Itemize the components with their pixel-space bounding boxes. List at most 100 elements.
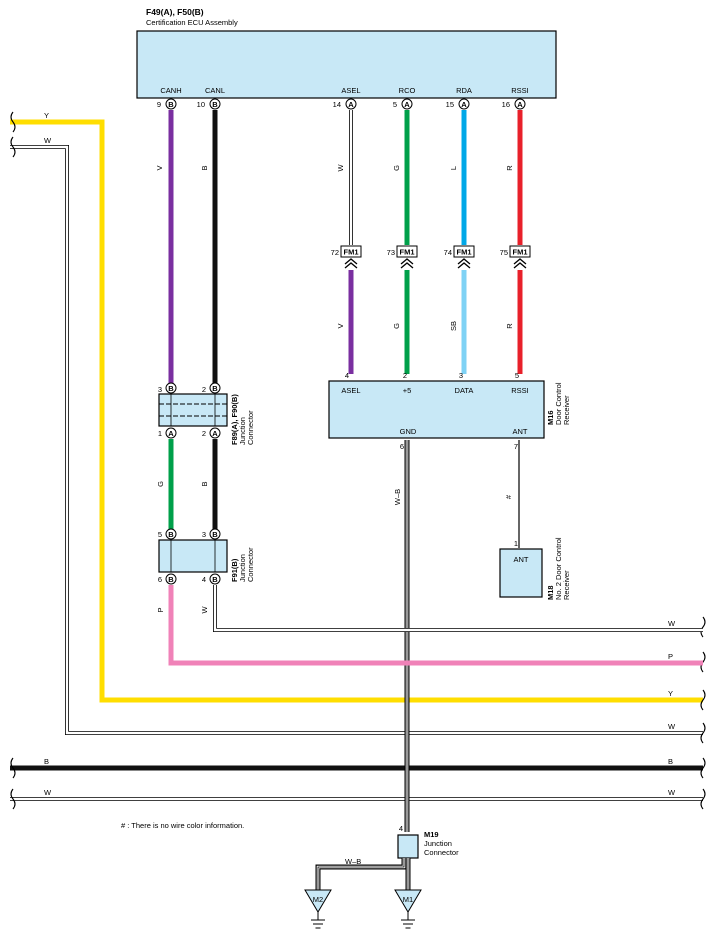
ground-symbol-m2: M2: [304, 889, 332, 929]
svg-text:16: 16: [502, 100, 510, 109]
svg-text:10: 10: [197, 100, 205, 109]
svg-text:B: B: [168, 100, 174, 109]
no2-receiver-label: M18 No. 2 Door Control Receiver: [546, 537, 571, 600]
svg-text:+5: +5: [403, 386, 412, 395]
svg-text:ANT: ANT: [513, 427, 528, 436]
svg-text:5: 5: [515, 371, 519, 380]
svg-text:74: 74: [444, 248, 452, 257]
svg-text:A: A: [404, 100, 410, 109]
svg-text:A: A: [517, 100, 523, 109]
svg-text:A: A: [168, 429, 174, 438]
svg-text:Junction: Junction: [424, 839, 452, 848]
svg-text:14: 14: [333, 100, 341, 109]
wire-break-marks: [10, 111, 706, 810]
svg-text:Receiver: Receiver: [562, 395, 571, 425]
svg-text:4: 4: [202, 575, 206, 584]
svg-text:M1: M1: [403, 895, 413, 904]
bus-label-w-right-1: W: [668, 619, 676, 628]
wire-label-mid-b: B: [200, 481, 209, 486]
ecu-title: F49(A), F50(B): [146, 7, 204, 17]
jc-f91-pins-top: 5 B 3 B: [158, 528, 221, 540]
wire-label-rco: G: [392, 165, 401, 171]
svg-text:B: B: [212, 384, 218, 393]
bus-label-w-bottom-left: W: [44, 788, 52, 797]
m19-pin-num: 4: [399, 824, 403, 833]
svg-text:Junction: Junction: [238, 554, 247, 582]
ecu-pin-canl: CANL: [205, 86, 225, 95]
wire-label-canl: B: [200, 165, 209, 170]
jc-f89-pins-bottom: 1 A 2 A: [158, 427, 221, 439]
svg-text:M18: M18: [546, 585, 555, 600]
svg-text:F91(B): F91(B): [230, 558, 239, 582]
svg-text:15: 15: [446, 100, 454, 109]
wire-label-rssi: R: [505, 165, 514, 171]
ecu-subtitle: Certification ECU Assembly: [146, 18, 238, 27]
ecu-pin-asel: ASEL: [341, 86, 360, 95]
bus-label-w-left: W: [44, 136, 52, 145]
svg-text:Junction: Junction: [238, 417, 247, 445]
bus-label-y-left: Y: [44, 111, 49, 120]
svg-text:A: A: [461, 100, 467, 109]
svg-text:2: 2: [403, 371, 407, 380]
wire-label-ant: #: [504, 494, 513, 499]
svg-text:F89(A), F90(B): F89(A), F90(B): [230, 394, 239, 445]
door-receiver-pins: 4 2 3 5 ASEL +5 DATA RSSI GND ANT 6 7: [341, 371, 528, 451]
svg-text:DATA: DATA: [455, 386, 474, 395]
svg-text:5: 5: [393, 100, 397, 109]
y-wire-bus: [10, 119, 703, 703]
svg-text:Connector: Connector: [246, 547, 255, 582]
wire-label-w-out: W: [200, 606, 209, 614]
bus-label-w-bottom-right: W: [668, 788, 676, 797]
w-wire-out: [213, 585, 703, 632]
wire-label-gnd: W–B: [393, 489, 402, 505]
bus-label-w-right-2: W: [668, 722, 676, 731]
svg-text:Connector: Connector: [424, 848, 459, 857]
wire-color-note: # : There is no wire color information.: [121, 821, 244, 830]
svg-text:M19: M19: [424, 830, 439, 839]
wire-label-m19-out: W–B: [345, 857, 361, 866]
bus-label-y-right: Y: [668, 689, 673, 698]
junction-connector-m19: [397, 834, 419, 859]
ecu-pin-canh: CANH: [160, 86, 181, 95]
svg-text:Connector: Connector: [246, 410, 255, 445]
svg-text:7: 7: [514, 442, 518, 451]
ground-symbol-m1: M1: [394, 889, 422, 929]
svg-text:3: 3: [158, 385, 162, 394]
svg-text:FM1: FM1: [344, 248, 359, 257]
svg-text:B: B: [212, 100, 218, 109]
jc-f89-label: F89(A), F90(B) Junction Connector: [230, 394, 255, 445]
ecu-pin-rssi: RSSI: [511, 86, 529, 95]
ground-wires: [315, 858, 411, 890]
svg-text:2: 2: [202, 385, 206, 394]
svg-text:A: A: [348, 100, 354, 109]
svg-text:72: 72: [331, 248, 339, 257]
svg-text:Door Control: Door Control: [554, 382, 563, 425]
svg-text:B: B: [212, 530, 218, 539]
ecu-pin-terminals: 9 B 10 B 14 A 5 A 15 A 16 A: [157, 98, 526, 110]
svg-text:73: 73: [387, 248, 395, 257]
svg-text:2: 2: [202, 429, 206, 438]
wire-label-data-lower: SB: [449, 321, 458, 331]
svg-text:75: 75: [500, 248, 508, 257]
svg-text:9: 9: [157, 100, 161, 109]
svg-text:4: 4: [345, 371, 349, 380]
jc-f91-label: F91(B) Junction Connector: [230, 547, 255, 582]
door-receiver-label: M16 Door Control Receiver: [546, 382, 571, 425]
w-wire-bus-left: [10, 145, 703, 735]
p-wire-out: [168, 585, 703, 666]
wire-label-mid-g: G: [156, 481, 165, 487]
svg-text:Receiver: Receiver: [562, 570, 571, 600]
door-control-receiver-box: [328, 380, 545, 439]
fm1-connectors: 72 FM1 73 FM1 74 FM1 75 FM1: [331, 245, 531, 269]
svg-text:6: 6: [158, 575, 162, 584]
svg-text:3: 3: [459, 371, 463, 380]
svg-text:B: B: [168, 530, 174, 539]
svg-text:B: B: [212, 575, 218, 584]
svg-text:GND: GND: [400, 427, 417, 436]
wire-label-canh: V: [155, 165, 164, 170]
wire-label-rssi-lower: R: [505, 323, 514, 329]
no2-receiver-pin-num: 1: [514, 539, 518, 548]
wire-label-plus5-lower: G: [392, 323, 401, 329]
no2-door-control-receiver-box: [499, 548, 543, 598]
svg-text:FM1: FM1: [400, 248, 415, 257]
